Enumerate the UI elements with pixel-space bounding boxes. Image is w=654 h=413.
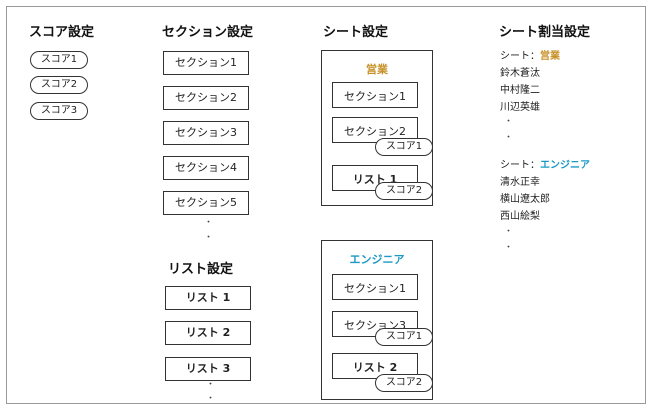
assignment-member[interactable]: 鈴木蒼汰 <box>500 68 540 79</box>
assignment-ellipsis-dot: ・ <box>504 133 514 143</box>
score-pill-3[interactable]: スコア3 <box>30 102 88 120</box>
assignment-sheet-line: シート：営業 <box>500 48 560 65</box>
assignment-member[interactable]: 清水正幸 <box>500 177 540 188</box>
assignment-prefix: シート： <box>500 51 540 62</box>
section-box-5[interactable]: セクション5 <box>163 191 249 215</box>
section-box-3[interactable]: セクション3 <box>163 121 249 145</box>
section-box-1[interactable]: セクション1 <box>163 51 249 75</box>
assignment-member[interactable]: 中村隆二 <box>500 85 540 96</box>
section-box-2[interactable]: セクション2 <box>163 86 249 110</box>
assignment-sheet-name[interactable]: エンジニア <box>540 160 590 171</box>
section-ellipsis-dot: ・ <box>204 218 214 228</box>
score-tag[interactable]: スコア1 <box>375 138 433 156</box>
sheet-item-section[interactable]: セクション1 <box>332 82 418 108</box>
sheet-item-section[interactable]: セクション2 <box>332 117 418 143</box>
section-ellipsis-dot: ・ <box>204 233 214 243</box>
score-pill-1[interactable]: スコア1 <box>30 51 88 69</box>
score-tag[interactable]: スコア2 <box>375 182 433 200</box>
list-ellipsis-dot: ・ <box>206 380 216 390</box>
assignment-prefix: シート： <box>500 160 540 171</box>
sheet-card-eigyo[interactable]: 営業 セクション1 セクション2 スコア1 リスト 1 スコア2 <box>321 50 433 206</box>
list-ellipsis-dot: ・ <box>206 394 216 404</box>
score-settings-heading: スコア設定 <box>29 25 95 40</box>
sheet-item-section[interactable]: セクション1 <box>332 274 418 300</box>
assignment-group-engineer: シート：エンジニア 清水正幸 横山遼太郎 西山絵梨 <box>500 157 590 225</box>
list-settings-heading: リスト設定 <box>168 262 234 277</box>
score-tag[interactable]: スコア2 <box>375 374 433 392</box>
assignment-ellipsis-dot: ・ <box>504 227 514 237</box>
sheet-title: 営業 <box>366 63 388 76</box>
score-pill-2[interactable]: スコア2 <box>30 76 88 94</box>
sheet-item-label: リスト 2 <box>352 361 398 374</box>
sheet-assignment-heading: シート割当設定 <box>499 25 591 40</box>
assignment-member[interactable]: 西山絵梨 <box>500 211 540 222</box>
sheet-item-label: セクション1 <box>344 282 406 295</box>
score-tag[interactable]: スコア1 <box>375 328 433 346</box>
section-settings-heading: セクション設定 <box>162 25 254 40</box>
sheet-title: エンジニア <box>349 253 405 266</box>
assignment-member[interactable]: 横山遼太郎 <box>500 194 550 205</box>
assignment-member[interactable]: 川辺英雄 <box>500 102 540 113</box>
list-box-2[interactable]: リスト 2 <box>165 321 251 345</box>
assignment-ellipsis-dot: ・ <box>504 243 514 253</box>
sheet-item-label: セクション2 <box>344 125 406 138</box>
list-box-1[interactable]: リスト 1 <box>165 286 251 310</box>
sheet-item-label: セクション1 <box>344 90 406 103</box>
list-box-3[interactable]: リスト 3 <box>165 357 251 381</box>
section-box-4[interactable]: セクション4 <box>163 156 249 180</box>
diagram-frame: スコア設定 セクション設定 シート設定 シート割当設定 スコア1 スコア2 スコ… <box>6 6 646 404</box>
sheet-card-engineer[interactable]: エンジニア セクション1 セクション3 スコア1 リスト 2 スコア2 <box>321 240 433 400</box>
assignment-sheet-name[interactable]: 営業 <box>540 51 560 62</box>
sheet-settings-heading: シート設定 <box>323 25 389 40</box>
assignment-ellipsis-dot: ・ <box>504 117 514 127</box>
assignment-group-eigyo: シート：営業 鈴木蒼汰 中村隆二 川辺英雄 <box>500 48 560 116</box>
assignment-sheet-line: シート：エンジニア <box>500 157 590 174</box>
